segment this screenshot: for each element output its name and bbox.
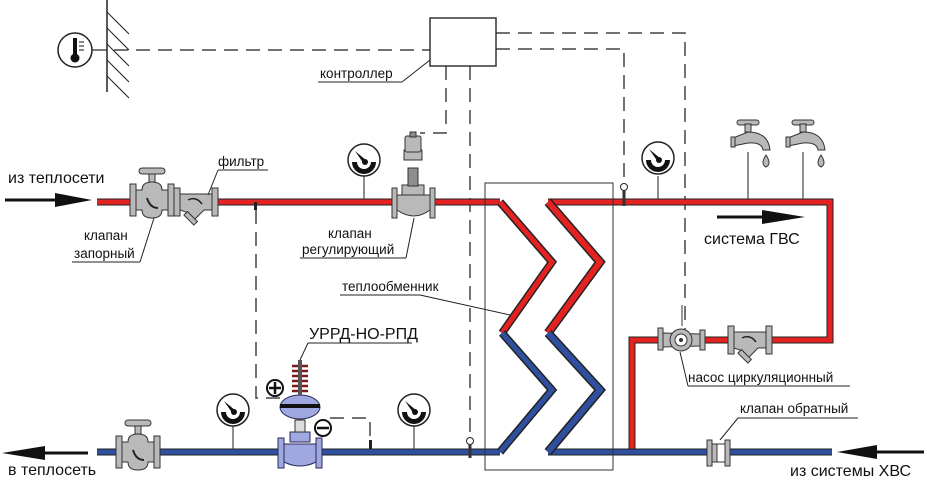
controller-box bbox=[429, 17, 497, 67]
arrow-dhw bbox=[717, 210, 805, 224]
dhw-system-label: система ГВС bbox=[704, 231, 800, 248]
temperature-sensor-dhw-icon bbox=[620, 183, 628, 206]
circulation-pump-label: насос циркуляционный bbox=[688, 370, 833, 385]
thermometer-icon bbox=[57, 32, 107, 68]
control-valve-label-1: клапан bbox=[328, 226, 372, 241]
pressure-regulator-icon[interactable] bbox=[277, 360, 323, 469]
circulation-pump-icon[interactable] bbox=[657, 305, 706, 352]
from-heat-network-label: из теплосети bbox=[8, 170, 104, 187]
filter-dhw-icon[interactable] bbox=[727, 325, 773, 364]
control-valve-icon[interactable] bbox=[391, 131, 436, 219]
arrow-from-heat-network bbox=[5, 193, 92, 207]
control-valve-label-2: регулирующий bbox=[302, 242, 394, 257]
control-lines bbox=[114, 32, 686, 442]
arrow-from-cold-water bbox=[837, 445, 924, 459]
shutoff-valve-label-2: запорный bbox=[74, 246, 135, 261]
check-valve-icon[interactable] bbox=[706, 439, 731, 467]
heat-exchanger-label: теплообменник bbox=[342, 279, 439, 294]
check-valve-label: клапан обратный bbox=[740, 401, 848, 416]
to-heat-network-label: в теплосеть bbox=[8, 462, 96, 479]
controller-label: контроллер bbox=[320, 66, 393, 81]
temperature-sensor-return-icon bbox=[466, 437, 474, 458]
shutoff-valve-label-1: клапан bbox=[84, 228, 128, 243]
plus-sign-icon bbox=[266, 379, 284, 397]
pressure-gauge-2-icon bbox=[641, 141, 675, 200]
filter-supply-icon[interactable] bbox=[173, 187, 219, 226]
shutoff-valve-supply-icon[interactable] bbox=[129, 167, 175, 219]
shutoff-valve-return-icon[interactable] bbox=[115, 419, 161, 471]
heat-exchanger-icon bbox=[484, 182, 614, 471]
from-cold-water-label: из системы ХВС bbox=[790, 463, 911, 480]
pressure-gauge-3-icon bbox=[216, 393, 250, 450]
minus-sign-icon bbox=[314, 419, 332, 437]
wall bbox=[106, 0, 130, 99]
pressure-regulator-label: УРРД-НО-РПД bbox=[309, 326, 418, 343]
filter-label: фильтр bbox=[218, 154, 264, 169]
pressure-gauge-1-icon bbox=[347, 143, 381, 200]
impulse-tap-return bbox=[369, 440, 372, 449]
faucet-2-icon[interactable] bbox=[785, 119, 826, 200]
impulse-tap bbox=[254, 202, 257, 210]
faucet-1-icon[interactable] bbox=[730, 119, 771, 200]
arrow-to-heat-network bbox=[2, 446, 88, 460]
pressure-gauge-4-icon bbox=[397, 393, 431, 450]
